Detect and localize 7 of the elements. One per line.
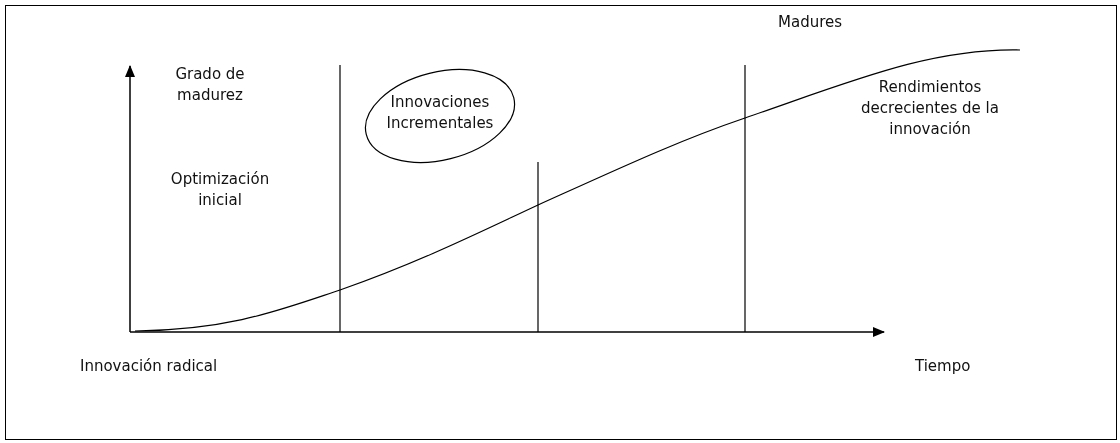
node-label: Innovaciones Incrementales bbox=[385, 92, 495, 134]
phase-label: Optimización inicial bbox=[169, 169, 271, 211]
phase-label: Madures bbox=[778, 12, 844, 33]
phase-label: Rendimientos decrecientes de la innovación bbox=[860, 77, 1000, 140]
phase-label: Innovación radical bbox=[80, 356, 219, 377]
axis-title: Grado de madurez bbox=[174, 64, 246, 106]
axis-title: Tiempo bbox=[915, 356, 972, 377]
